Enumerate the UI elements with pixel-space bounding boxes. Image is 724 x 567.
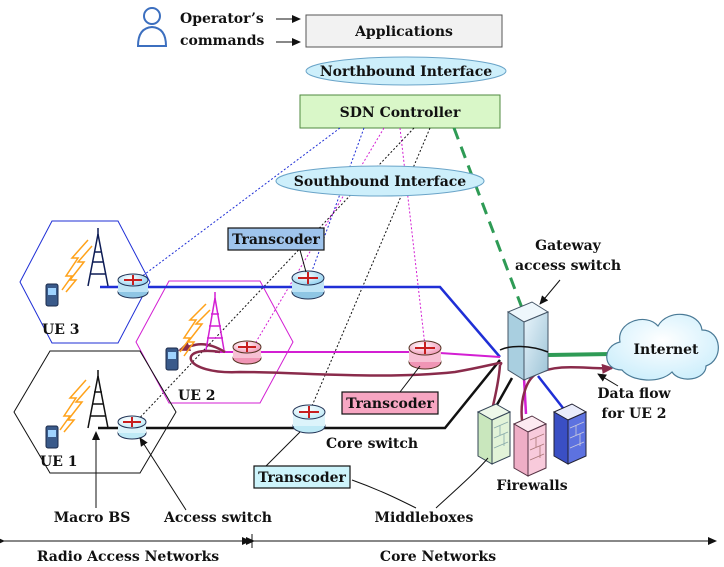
transcoder-middle-connector (399, 365, 421, 393)
operator-icon (136, 7, 168, 47)
phone-ue3 (45, 283, 59, 307)
core-networks-label: Core Networks (380, 549, 496, 565)
sdn-controller-label: SDN Controller (340, 105, 461, 121)
tower-ue2 (205, 292, 225, 351)
middleboxes-label: Middleboxes (375, 510, 474, 526)
ran-label: Radio Access Networks (37, 549, 219, 565)
cell-ue1 (13, 350, 177, 474)
wireless-links (59, 239, 211, 433)
southbound-label: Southbound Interface (294, 174, 467, 190)
ue1-label: UE 1 (40, 454, 78, 470)
tower-ue1 (87, 370, 109, 429)
ue3-label: UE 3 (42, 322, 80, 338)
ue2-label: UE 2 (178, 388, 216, 404)
gateway-pointer (539, 279, 561, 305)
firewalls-label: Firewalls (496, 478, 567, 494)
gateway-label-line1: Gateway (535, 238, 602, 254)
path-magenta (215, 351, 501, 358)
gateway-label-line2: access switch (515, 258, 621, 274)
applications-box (305, 14, 503, 48)
access-switch-ue3 (117, 273, 149, 299)
transcoder-bottom-label: Transcoder (258, 470, 346, 486)
cell-ue2 (135, 280, 294, 404)
internet-cloud (606, 313, 719, 381)
firewall-1-icon (476, 403, 512, 465)
data-flow-label-line1: Data flow (597, 386, 671, 402)
access-switch-ue1 (117, 415, 147, 440)
core-switch-top (291, 270, 325, 300)
macro-bs-label: Macro BS (54, 510, 131, 526)
firewall-3-icon (552, 403, 588, 465)
data-flow-pointer (597, 373, 619, 387)
transcoder-bottom-connector (265, 431, 301, 467)
cell-ue3 (19, 220, 151, 344)
tower-ue3 (87, 228, 109, 287)
northbound-label: Northbound Interface (320, 64, 492, 80)
middleboxes-pointer-firewall (435, 457, 489, 509)
transcoder-top-box (227, 227, 325, 251)
transcoder-middle-box (341, 391, 439, 415)
data-flow-label-line2: for UE 2 (601, 406, 666, 422)
gateway-internet-link (547, 352, 613, 357)
applications-label: Applications (354, 24, 453, 40)
core-switch-bottom (292, 404, 326, 434)
phone-ue2 (165, 347, 179, 371)
phone-ue1 (45, 425, 59, 449)
operator-commands-line1: Operator’s (180, 11, 264, 27)
access-switch-pointer (139, 437, 187, 511)
transcoder-bottom-box (253, 465, 351, 489)
controller-gateway-link (452, 127, 524, 309)
firewall-2-icon (512, 415, 548, 477)
transcoder-top-connector (299, 249, 307, 273)
transcoder-middle-label: Transcoder (346, 396, 434, 412)
access-switch-label: Access switch (163, 510, 272, 526)
transcoder-top-label: Transcoder (232, 232, 320, 248)
access-switch-ue2 (232, 340, 262, 365)
core-switch-middle (408, 340, 442, 370)
operator-commands-line2: commands (180, 33, 265, 49)
core-switch-label: Core switch (326, 436, 418, 452)
gateway-access-switch-icon (499, 301, 550, 381)
northbound-interface (305, 56, 507, 86)
southbound-interface (275, 165, 485, 197)
middleboxes-pointer-transcoder (351, 479, 417, 509)
internet-label: Internet (633, 342, 699, 358)
